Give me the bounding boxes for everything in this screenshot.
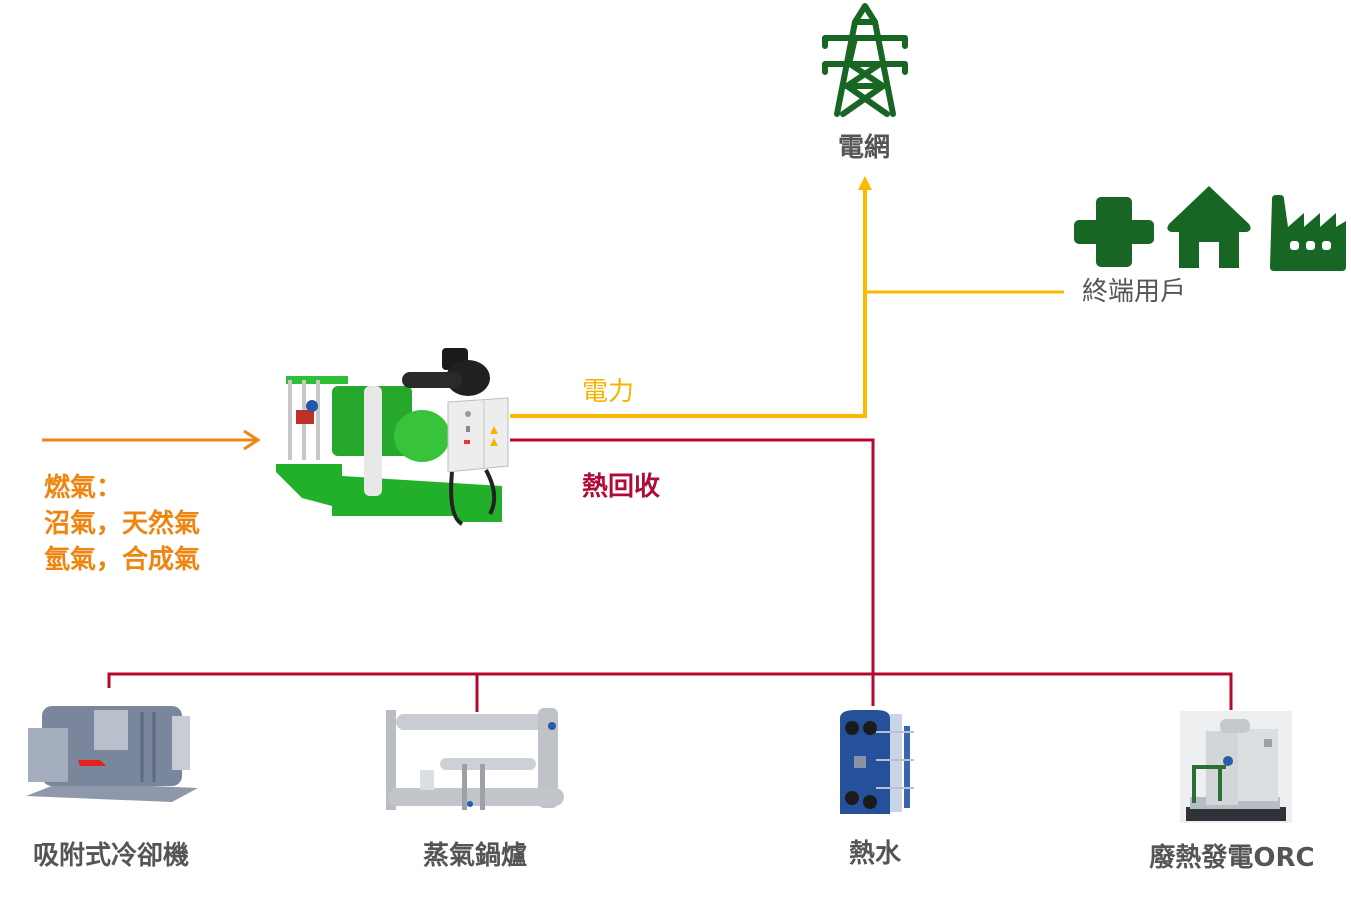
medical-cross-icon bbox=[1074, 193, 1154, 271]
house-icon bbox=[1165, 184, 1253, 270]
heat-recovery-label: 熱回收 bbox=[582, 472, 661, 502]
end-users-label: 終端用戶 bbox=[1082, 277, 1187, 307]
fuel-line-2: 沼氣，天然氣 bbox=[44, 509, 201, 539]
plate-heat-exchanger-image bbox=[836, 708, 916, 818]
fuel-types-text: 燃氣： 沼氣，天然氣 氫氣，合成氣 bbox=[44, 470, 200, 578]
power-tower-icon bbox=[821, 2, 909, 118]
orc-unit-image bbox=[1180, 711, 1292, 823]
fuel-line-1: 燃氣： bbox=[44, 473, 123, 503]
grid-label: 電網 bbox=[837, 133, 891, 163]
fuel-line-3: 氫氣，合成氣 bbox=[44, 545, 201, 575]
power-line bbox=[510, 176, 1064, 418]
steam-boiler-image bbox=[380, 708, 570, 820]
heat-user-label-hot-water: 熱水 bbox=[848, 839, 902, 869]
heat-recovery-line bbox=[107, 438, 1233, 712]
fuel-input-arrow bbox=[42, 429, 261, 451]
heat-user-label-absorption-chiller: 吸附式冷卻機 bbox=[32, 841, 190, 871]
factory-icon bbox=[1268, 193, 1348, 271]
heat-user-label-orc: 廢熱發電ORC bbox=[1149, 843, 1315, 873]
power-label: 電力 bbox=[582, 377, 635, 407]
absorption-chiller-image bbox=[22, 696, 200, 806]
heat-user-label-steam-boiler: 蒸氣鍋爐 bbox=[422, 841, 528, 871]
gas-engine-generator-image bbox=[272, 346, 512, 536]
